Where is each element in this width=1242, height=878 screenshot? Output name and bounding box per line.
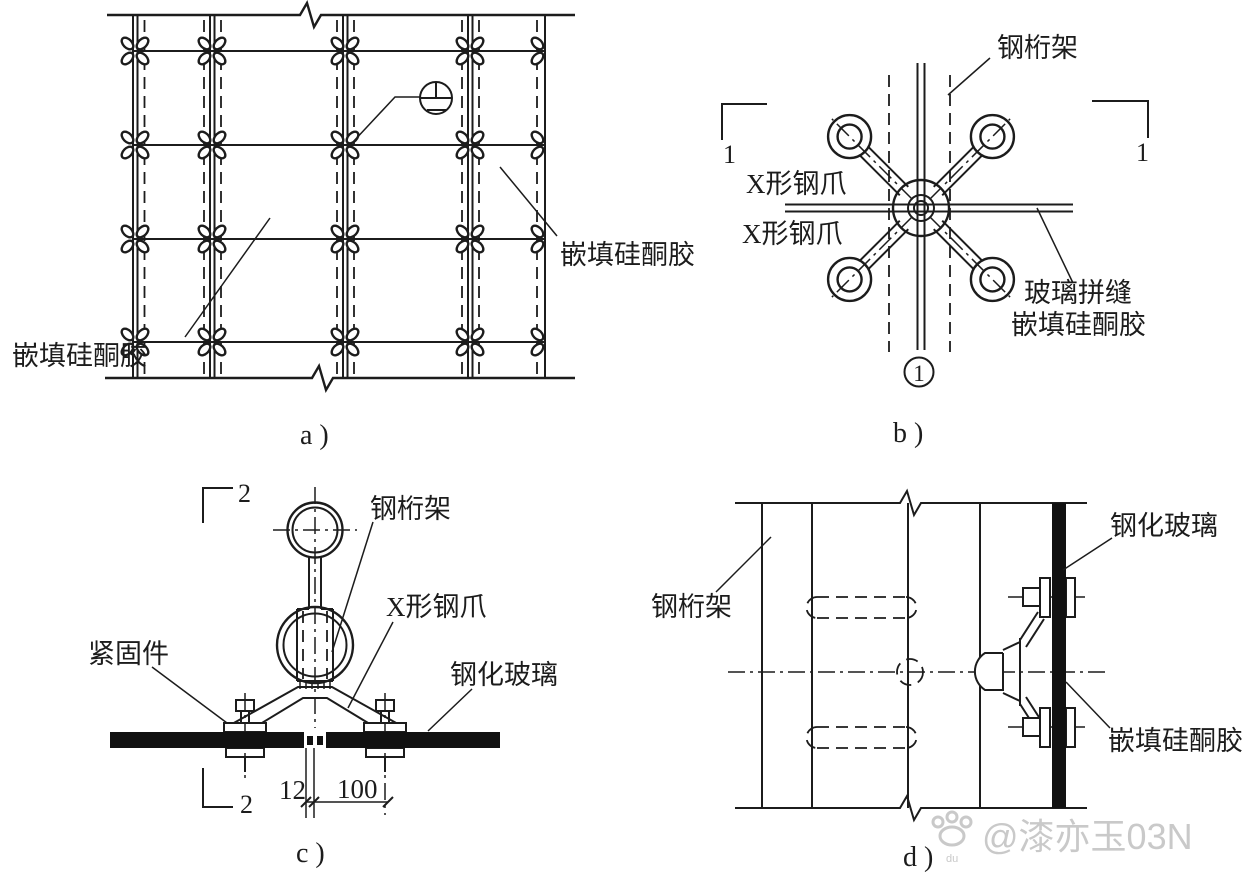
spider-hub [891,178,951,238]
dim-bolt-offset: 100 [337,774,378,804]
paw-icon: du [931,810,973,865]
spider-hub-bolt [913,200,929,216]
panel-b-spider-plan-drawing: 1 1 1 钢桁架 X形钢爪 X形钢爪 玻璃拼缝 嵌填硅酮胶 b ) [721,33,1149,449]
panel-a-elevation-drawing: 嵌填硅酮胶 嵌填硅酮胶 a ) [12,0,695,451]
leader-truss [331,521,374,653]
spider-hub-inner-ring [907,194,935,222]
panel-d-sealant-label: 嵌填硅酮胶 [1108,726,1242,756]
detail-number-bubble [903,356,935,388]
leader-truss [947,57,991,96]
panel-c-section-top: 2 [238,479,251,508]
watermark-badge: du [946,853,958,865]
leader-glass-joint [1036,207,1074,284]
glass-bar-edge [1052,503,1066,808]
watermark: du @漆亦玉03N [931,810,1193,865]
panel-c-fastener-label: 紧固件 [88,639,169,669]
panel-b-joint-label-line2: 嵌填硅酮胶 [1011,310,1146,340]
section-mark-right-bracket [1092,100,1149,138]
dim-joint-width: 12 [279,775,306,805]
panel-b-claw-label-upper: X形钢爪 [746,169,847,199]
panel-c-section-drawing: 2 [88,479,558,869]
leader-sealant [1065,681,1111,729]
panel-b-truss-label: 钢桁架 [997,33,1078,63]
leader-claw [347,621,394,709]
section-mark-top-bracket [202,487,233,523]
spider-side-view [973,611,1045,733]
bolt-bottom [1022,707,1076,748]
panel-b-section-right: 1 [1136,138,1149,167]
panel-d-glass-label: 钢化玻璃 [1110,511,1218,541]
spider-fitting-icons [118,34,547,359]
panel-d-side-view-drawing: 钢桁架 钢化玻璃 嵌填硅酮胶 d ) du @漆亦玉03N [651,488,1242,873]
panel-a-sealant-label-right: 嵌填硅酮胶 [560,240,695,270]
panel-d-caption: d ) [903,842,933,873]
swivel-ring-inner [282,612,348,678]
leader-truss [715,536,772,593]
panel-c-section-bottom: 2 [240,790,253,819]
panel-c-caption: c ) [296,838,325,869]
panel-c-glass-label: 钢化玻璃 [450,660,558,690]
leader-sealant-left [184,217,271,338]
panel-c-truss-label: 钢桁架 [370,494,451,524]
panel-d-truss-label: 钢桁架 [651,592,732,622]
panel-b-claw-label-lower: X形钢爪 [742,219,843,249]
watermark-text: @漆亦玉03N [982,816,1193,857]
section-mark-left-bracket [721,103,767,140]
claw-outer-edge [231,686,399,725]
swivel-ring-outer [275,605,355,685]
panel-b-detail-number: 1 [913,361,925,386]
panel-b-section-left: 1 [723,140,736,169]
section-mark-bottom-bracket [202,768,233,808]
leader-glass [427,688,473,732]
panel-a-caption: a ) [300,420,329,451]
leader-glass [1062,537,1113,571]
claw-inner-edge [246,697,384,733]
leader-fastener [151,666,228,724]
glass-bar [110,732,500,748]
panel-b-joint-label-line1: 玻璃拼缝 [1024,278,1132,308]
panel-a-sealant-label-left: 嵌填硅酮胶 [12,341,147,371]
panel-c-claw-label: X形钢爪 [386,592,487,622]
mullion-lines [132,15,546,378]
leader-sealant-right [499,166,558,237]
dimension-lines: 12 100 [279,748,394,818]
dashed-slots [805,596,924,749]
bolt-top [1022,577,1076,618]
panel-b-caption: b ) [893,418,923,449]
detail-index-bubble [351,81,453,144]
x-claw-arms [815,102,1027,314]
